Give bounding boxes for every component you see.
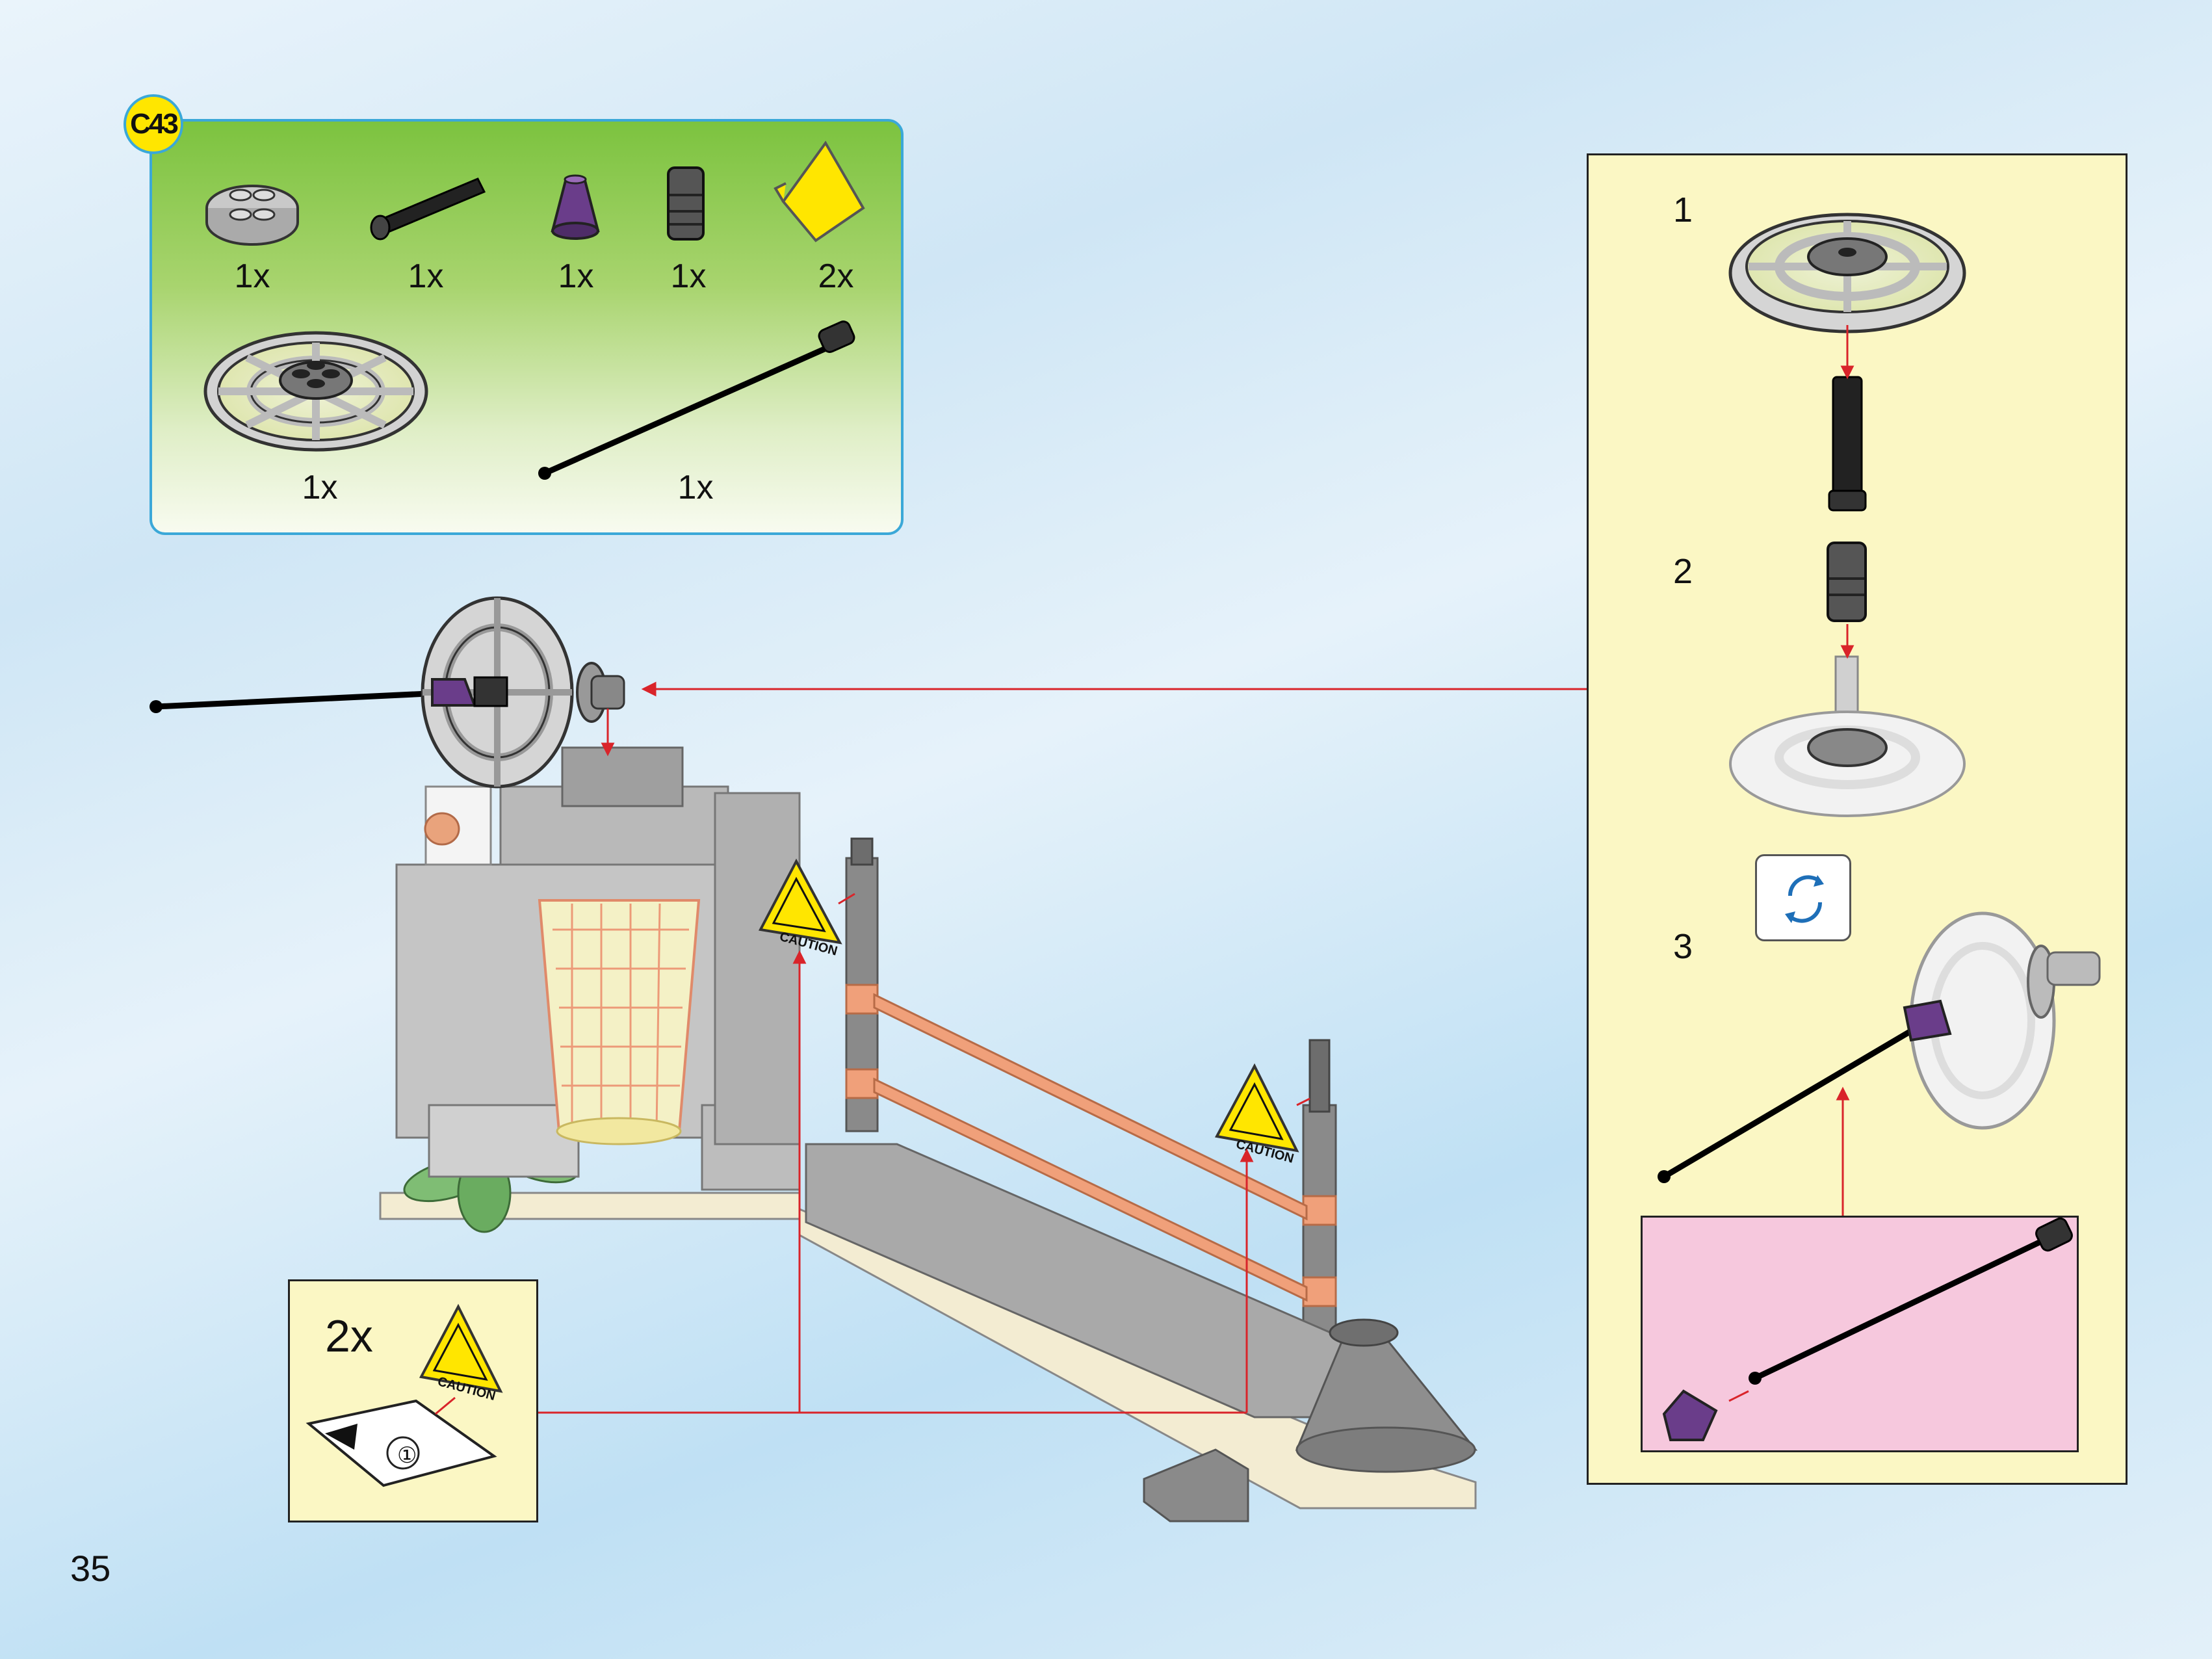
sub-step2-connector [1827, 542, 1867, 622]
sticker-number: ① [397, 1443, 417, 1468]
page-number: 35 [70, 1548, 111, 1589]
purple-cone-icon [551, 174, 600, 240]
fence [845, 837, 1337, 1340]
gray-radar-dish-icon [203, 331, 428, 452]
substep-number-2: 2 [1673, 552, 1693, 591]
caution-sign-left: CAUTION [758, 858, 842, 959]
sticker-caution-sign: CAUTION [419, 1303, 503, 1404]
dark-curved-slope [1143, 1448, 1249, 1522]
dark-gray-connector-icon [667, 166, 705, 241]
step-badge: C43 [124, 94, 183, 154]
qty-antenna: 1x [677, 469, 714, 506]
gray-round-plate-2x2-icon [205, 185, 299, 246]
qty-connector: 1x [670, 257, 707, 295]
rotate-arrows-icon [1785, 875, 1824, 923]
qty-round-plate: 1x [234, 257, 270, 295]
qty-purple-cone: 1x [558, 257, 594, 295]
sub-step1-axle [1828, 376, 1867, 512]
callout-lines [435, 325, 1854, 1415]
black-axle-icon [370, 177, 486, 241]
qty-radar-dish: 1x [302, 469, 338, 506]
substep-number-1: 1 [1673, 190, 1693, 229]
caution-sign-right: CAUTION [1214, 1063, 1299, 1166]
cone-lamp [1295, 1318, 1478, 1473]
qty-axle: 1x [408, 257, 444, 295]
yellow-caution-sign-icon [774, 140, 865, 242]
sub-step1-dish [1728, 213, 1966, 333]
substep-number-3: 3 [1673, 927, 1693, 966]
sticker-qty: 2x [325, 1311, 373, 1361]
sub-step2-dish [1729, 655, 1966, 817]
pink-cone-antenna [1662, 1217, 2073, 1441]
dish-antenna-assembly [150, 596, 625, 789]
rotate-model-box [1755, 854, 1851, 941]
qty-caution-sign: 2x [818, 257, 854, 295]
sub-step3-assembly [1658, 911, 2101, 1183]
sticker-sheet-icon: ① [306, 1399, 497, 1487]
energy-cylinder [538, 899, 701, 1145]
black-antenna-icon [538, 320, 855, 480]
